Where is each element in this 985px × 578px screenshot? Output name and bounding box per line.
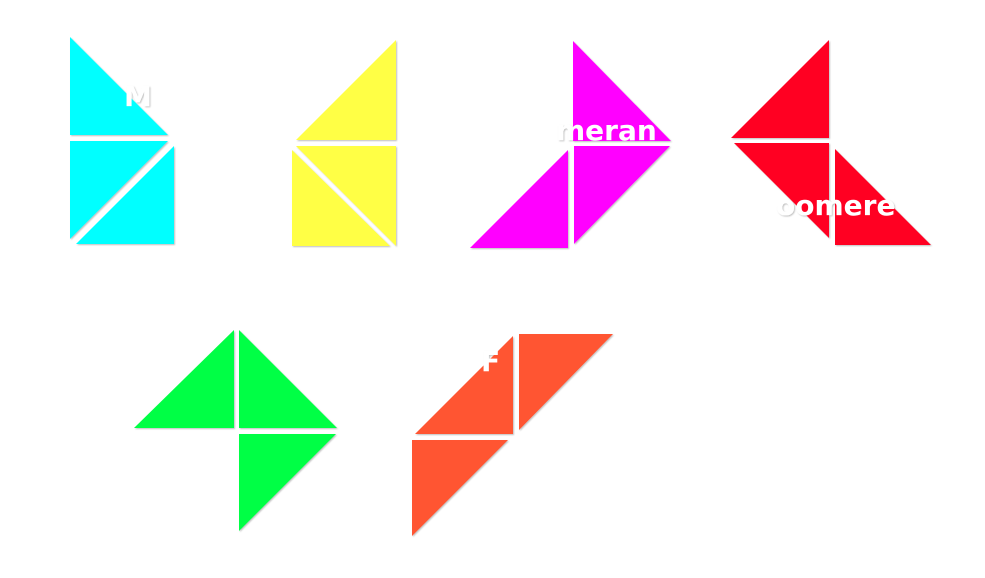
orange-triangle-shape: F xyxy=(412,334,613,536)
cyan-overlay-text: M xyxy=(124,80,152,113)
magenta-top-triangle xyxy=(573,41,671,141)
orange-bottom-triangle xyxy=(412,440,508,536)
orange-top-right-triangle xyxy=(519,334,613,430)
red-triangle-shape: oomere xyxy=(731,40,931,245)
green-bottom-triangle xyxy=(239,434,336,531)
red-overlay-text: oomere xyxy=(776,189,895,222)
yellow-middle-triangle xyxy=(296,146,396,246)
cyan-triangle-shape: M xyxy=(70,37,174,244)
magenta-right-triangle xyxy=(574,146,670,244)
green-right-triangle xyxy=(239,330,337,428)
magenta-left-triangle xyxy=(470,150,568,248)
yellow-bottom-triangle xyxy=(292,150,390,246)
cyan-bottom-left-triangle xyxy=(70,141,168,239)
orange-overlay-text: F xyxy=(481,345,500,378)
yellow-triangle-shape xyxy=(292,40,396,246)
red-top-triangle xyxy=(731,40,829,138)
yellow-top-triangle xyxy=(296,40,396,140)
cyan-bottom-right-triangle xyxy=(76,146,174,244)
green-triangle-shape xyxy=(134,330,337,531)
green-left-triangle xyxy=(134,330,234,428)
red-bottom-triangle xyxy=(835,149,931,245)
magenta-overlay-text: meran xyxy=(556,114,657,147)
cyan-top-triangle xyxy=(70,37,168,135)
orange-top-left-triangle xyxy=(415,336,513,434)
magenta-triangle-shape: meran xyxy=(470,41,671,248)
red-middle-triangle xyxy=(734,143,829,238)
